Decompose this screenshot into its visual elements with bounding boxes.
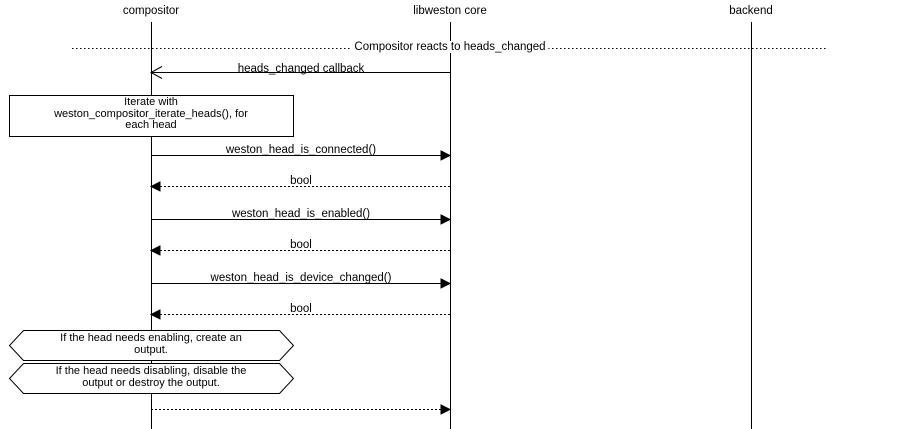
actor-label-compositor: compositor xyxy=(122,5,180,17)
condition-disable-head-text: If the head needs disabling, disable the… xyxy=(55,365,247,389)
arrowhead-filled-6 xyxy=(149,309,161,320)
arrowhead-filled-3 xyxy=(440,214,452,225)
message-label-heads-changed-callback: heads_changed callback xyxy=(237,63,365,75)
condition-hexagon-0 xyxy=(8,330,295,361)
arrowhead-open-0 xyxy=(149,66,163,79)
divider-label: Compositor reacts to heads_changed xyxy=(351,41,549,53)
actor-label-libweston-core: libweston core xyxy=(413,5,487,17)
arrowhead-filled-4 xyxy=(149,245,161,256)
message-label-bool-3: bool xyxy=(290,303,312,315)
message-label-bool-2: bool xyxy=(290,239,312,251)
message-label-weston-head-is-connected: weston_head_is_connected() xyxy=(225,144,377,156)
arrowhead-filled-2 xyxy=(149,181,161,192)
note-iterate-heads-text: Iterate with weston_compositor_iterate_h… xyxy=(54,96,248,131)
message-label-weston-head-is-enabled: weston_head_is_enabled() xyxy=(231,208,371,220)
arrowhead-filled-7 xyxy=(440,404,452,415)
actor-label-backend: backend xyxy=(729,5,773,17)
condition-hexagon-1 xyxy=(8,363,295,394)
condition-enable-head-text: If the head needs enabling, create an ou… xyxy=(60,332,242,356)
arrowhead-filled-5 xyxy=(440,278,452,289)
arrowhead-filled-1 xyxy=(440,150,452,161)
note-box-0 xyxy=(9,95,294,137)
message-label-weston-head-is-device-changed: weston_head_is_device_changed() xyxy=(210,272,392,284)
message-label-bool-1: bool xyxy=(290,175,312,187)
